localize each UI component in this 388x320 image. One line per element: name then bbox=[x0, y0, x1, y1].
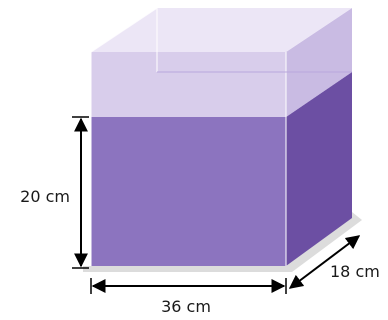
liquid-front-face bbox=[91, 117, 286, 266]
width-arrow bbox=[288, 235, 361, 289]
height-label: 20 cm bbox=[20, 187, 70, 206]
length-dimension: 36 cm bbox=[90, 278, 287, 316]
glass-side-face bbox=[286, 8, 352, 117]
glass-top-opening bbox=[91, 8, 352, 52]
glass-edges bbox=[90, 7, 287, 266]
width-label: 18 cm bbox=[330, 262, 380, 281]
liquid-side-face bbox=[286, 72, 352, 266]
width-dimension: 18 cm bbox=[288, 235, 380, 289]
glass-front-face bbox=[91, 52, 286, 117]
length-label: 36 cm bbox=[161, 297, 211, 316]
height-dimension: 20 cm bbox=[20, 116, 89, 269]
